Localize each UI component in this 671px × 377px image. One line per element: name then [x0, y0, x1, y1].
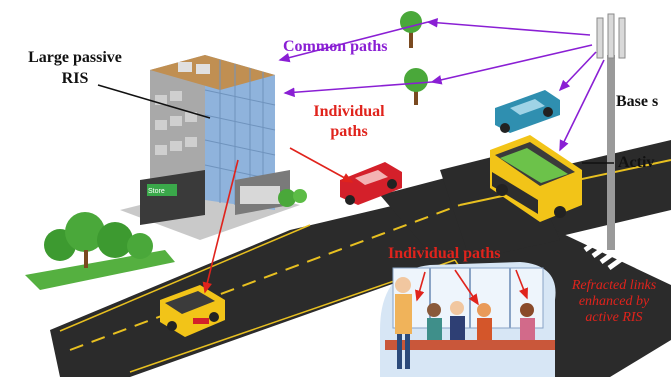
- refracted-links-line-1: Refracted links: [571, 278, 657, 293]
- passenger-icon: [395, 277, 535, 369]
- store-sign: Store: [148, 188, 165, 195]
- refracted-links-line-3: active RIS: [585, 310, 643, 325]
- school-bus-icon: [160, 285, 225, 337]
- bus-interior-inset: [380, 262, 556, 377]
- blue-car-icon: [495, 90, 560, 133]
- ris-pointer-line: [97, 84, 211, 119]
- refracted-links-label: Refracted links enhanced by active RIS: [558, 278, 670, 326]
- individual-paths-bus-label: Individual paths: [388, 245, 501, 262]
- individual-paths-road-label: Individual paths: [304, 102, 394, 142]
- large-passive-ris-line-2: RIS: [61, 70, 89, 87]
- red-car-icon: [340, 162, 402, 205]
- individual-paths-road-line-2: paths: [330, 123, 368, 140]
- individual-path-arrows: [202, 147, 528, 306]
- base-station-label: Base s: [616, 93, 659, 110]
- building-icon: [140, 55, 290, 225]
- tree-icon: [25, 11, 428, 290]
- bus-icon: [490, 135, 582, 222]
- refracted-links-line-2: enhanced by: [578, 294, 650, 309]
- individual-paths-road-line-1: Individual: [313, 103, 385, 120]
- base-station-icon: [596, 13, 626, 250]
- large-passive-ris-line-1: Large passive: [28, 49, 122, 66]
- common-paths-label: Common paths: [283, 38, 388, 55]
- common-path-arrows: [278, 17, 605, 152]
- active-ris-label: Activ: [618, 154, 655, 171]
- large-passive-ris-label: Large passive RIS: [10, 47, 140, 89]
